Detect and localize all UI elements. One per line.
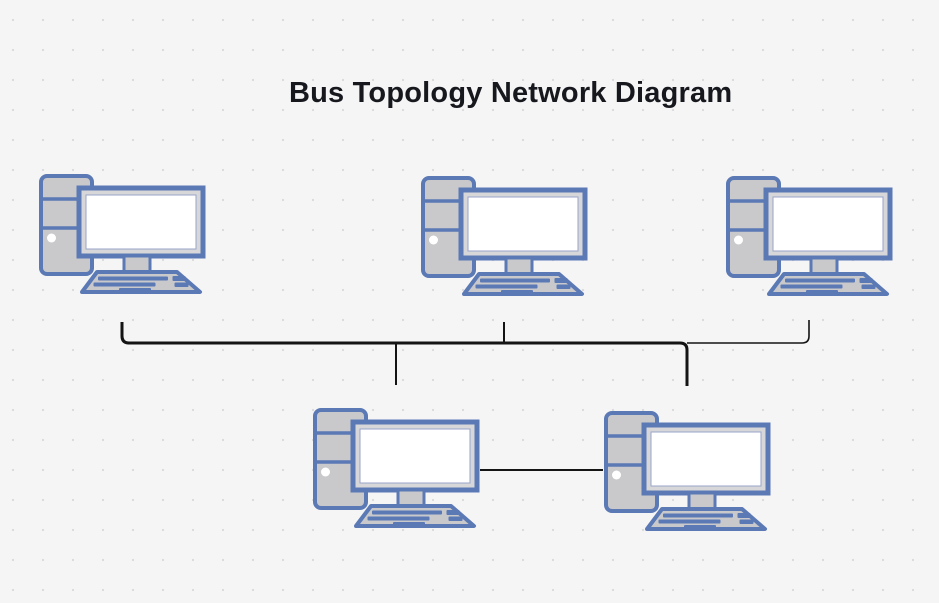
bus-main-line[interactable] [120,322,689,386]
computer-node-1[interactable] [36,172,208,298]
computer-node-5[interactable] [601,409,773,535]
desktop-computer-icon [601,409,773,535]
desktop-computer-icon [310,406,482,532]
desktop-computer-icon [418,174,590,300]
computer-node-4[interactable] [310,406,482,532]
computer-node-2[interactable] [418,174,590,300]
desktop-computer-icon [36,172,208,298]
diagram-title: Bus Topology Network Diagram [289,77,733,109]
bus-right-branch-line[interactable] [687,320,810,344]
desktop-computer-icon [723,174,895,300]
computer-node-3[interactable] [723,174,895,300]
